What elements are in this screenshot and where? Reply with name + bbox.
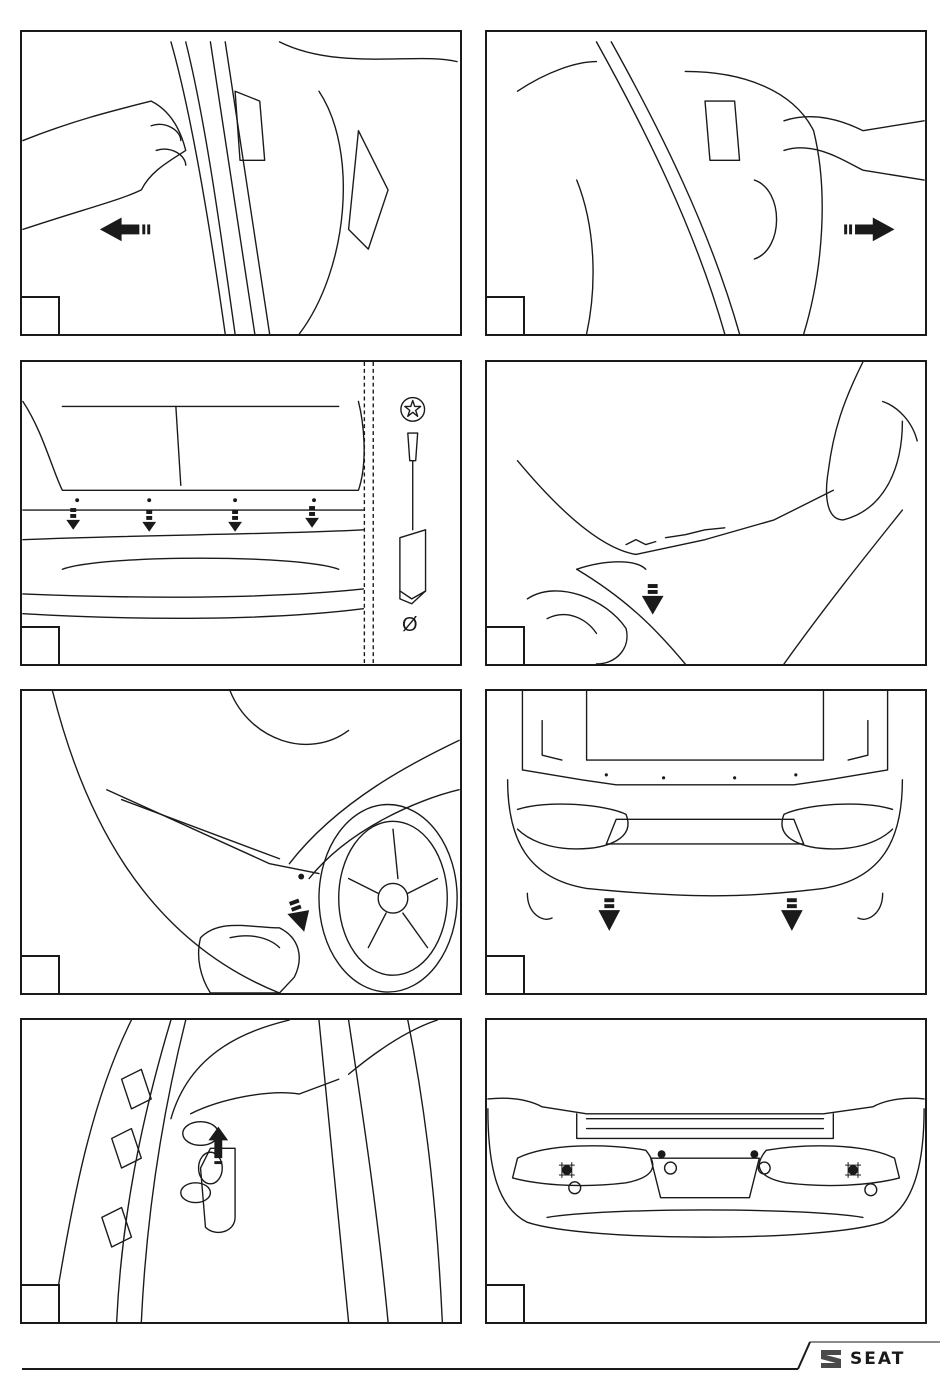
panel-7 bbox=[20, 1018, 462, 1324]
bumper-unclip-right-illustration bbox=[22, 691, 460, 993]
step-number-box bbox=[20, 955, 60, 995]
panel-1 bbox=[20, 30, 462, 336]
footer-divider bbox=[22, 1368, 794, 1370]
step-number-box bbox=[485, 626, 525, 666]
panel-2 bbox=[485, 30, 927, 336]
bumper-rear-view-illustration bbox=[487, 1020, 925, 1322]
step-number-box bbox=[485, 296, 525, 336]
panel-5 bbox=[20, 689, 462, 995]
step-number-box bbox=[20, 1284, 60, 1324]
bumper-corner-pull-left-illustration bbox=[22, 32, 460, 334]
screw-arrow-icon bbox=[228, 510, 242, 532]
screw-arrow-icon bbox=[305, 506, 319, 528]
screw-arrow-icon bbox=[66, 508, 80, 530]
seat-s-logo-icon bbox=[818, 1346, 844, 1372]
step-number-box bbox=[20, 296, 60, 336]
sensor-connector-illustration bbox=[22, 1020, 460, 1322]
panel-3: Ø bbox=[20, 360, 462, 666]
tool-size-symbol: Ø bbox=[402, 614, 418, 637]
step-number-box bbox=[485, 1284, 525, 1324]
panel-8 bbox=[485, 1018, 927, 1324]
step-number-box bbox=[485, 955, 525, 995]
bumper-corner-pull-right-illustration bbox=[487, 32, 925, 334]
panel-4 bbox=[485, 360, 927, 666]
brand-logo: SEAT bbox=[818, 1342, 930, 1376]
panel-6 bbox=[485, 689, 927, 995]
bumper-unclip-left-illustration bbox=[487, 362, 925, 664]
screw-arrow-icon bbox=[142, 510, 156, 532]
bumper-pull-down-illustration bbox=[487, 691, 925, 993]
brand-name: SEAT bbox=[850, 1349, 905, 1369]
step-number-box bbox=[20, 626, 60, 666]
bumper-screws-removal-illustration bbox=[22, 362, 460, 664]
torx-screwdriver-icon bbox=[400, 398, 426, 604]
